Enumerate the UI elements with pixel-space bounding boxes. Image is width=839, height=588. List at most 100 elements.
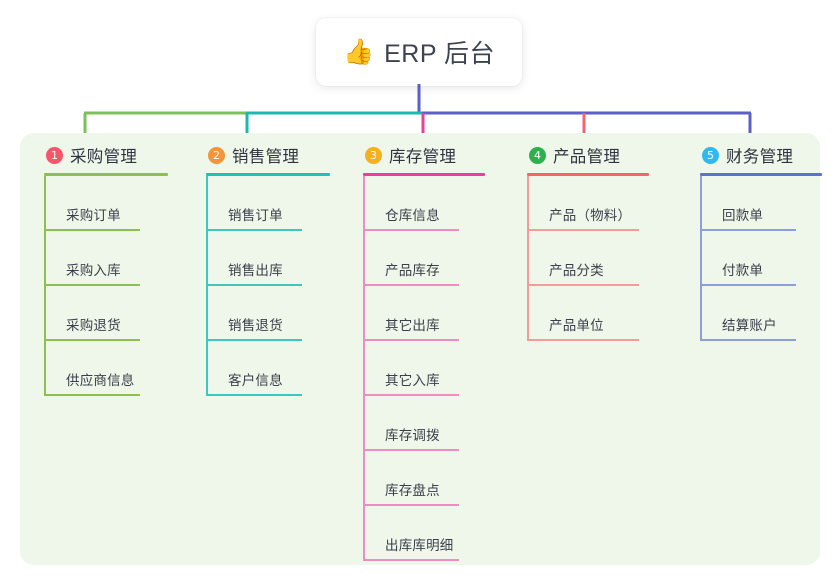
leaf-list-product-management: 产品（物料） 产品分类产品单位	[527, 176, 649, 341]
leaf-item[interactable]: 采购退货	[44, 286, 168, 341]
leaf-item-label: 销售退货	[228, 318, 283, 333]
leaf-item-label: 销售订单	[228, 208, 283, 223]
leaf-item-label: 产品单位	[549, 318, 604, 333]
leaf-item-label: 产品分类	[549, 263, 604, 278]
leaf-list-sales-management: 销售订单销售出库销售退货客户信息	[206, 176, 330, 396]
column-header-sales-management[interactable]: 2 销售管理	[206, 143, 330, 167]
column-badge-finance-management: 5	[702, 146, 719, 164]
leaf-item-rule	[206, 394, 302, 396]
column-badge-inventory-management: 3	[365, 146, 382, 164]
column-inventory-management: 3 库存管理仓库信息产品库存其它出库其它入库库存调拨库存盘点出库库明细	[363, 143, 485, 561]
leaf-item[interactable]: 库存调拨	[363, 396, 485, 451]
leaf-spine-purchase-management	[44, 176, 46, 396]
leaf-item-rule	[206, 229, 302, 231]
column-title-inventory-management: 库存管理	[389, 148, 457, 166]
leaf-item-label: 采购入库	[66, 263, 121, 278]
column-finance-management: 5 财务管理回款单付款单结算账户	[700, 143, 822, 341]
leaf-item[interactable]: 结算账户	[700, 286, 822, 341]
leaf-item-rule	[363, 394, 459, 396]
leaf-item-rule	[527, 339, 639, 341]
leaf-item-rule	[206, 284, 302, 286]
leaf-item-label: 其它出库	[385, 318, 440, 333]
leaf-item-rule	[363, 559, 459, 561]
leaf-item-label: 采购退货	[66, 318, 121, 333]
leaf-item[interactable]: 采购订单	[44, 176, 168, 231]
leaf-item[interactable]: 销售退货	[206, 286, 330, 341]
leaf-item-rule	[363, 339, 459, 341]
leaf-item[interactable]: 出库库明细	[363, 506, 485, 561]
leaf-list-purchase-management: 采购订单采购入库采购退货供应商信息	[44, 176, 168, 396]
leaf-item-label: 供应商信息	[66, 373, 135, 388]
leaf-item-rule	[363, 284, 459, 286]
leaf-item-label: 库存盘点	[385, 483, 440, 498]
column-title-purchase-management: 采购管理	[70, 148, 138, 166]
leaf-spine-sales-management	[206, 176, 208, 396]
column-purchase-management: 1 采购管理采购订单采购入库采购退货供应商信息	[44, 143, 168, 396]
leaf-item-label: 采购订单	[66, 208, 121, 223]
leaf-item[interactable]: 回款单	[700, 176, 822, 231]
leaf-item[interactable]: 销售出库	[206, 231, 330, 286]
column-badge-product-management: 4	[529, 146, 546, 164]
leaf-item[interactable]: 销售订单	[206, 176, 330, 231]
leaf-item[interactable]: 供应商信息	[44, 341, 168, 396]
column-container: 1 采购管理采购订单采购入库采购退货供应商信息 2 销售管理销售订单销售出库销售退货客…	[20, 133, 822, 565]
leaf-item-label: 付款单	[722, 263, 764, 278]
leaf-item[interactable]: 客户信息	[206, 341, 330, 396]
column-header-rule-sales-management	[206, 173, 330, 176]
column-header-finance-management[interactable]: 5 财务管理	[700, 143, 822, 167]
leaf-item-label: 客户信息	[228, 373, 283, 388]
column-title-finance-management: 财务管理	[726, 148, 794, 166]
leaf-item[interactable]: 采购入库	[44, 231, 168, 286]
leaf-item[interactable]: 付款单	[700, 231, 822, 286]
thumbs-up-icon: 👍	[342, 37, 375, 66]
leaf-item-label: 回款单	[722, 208, 764, 223]
leaf-item[interactable]: 其它出库	[363, 286, 485, 341]
leaf-item-rule	[363, 449, 459, 451]
leaf-item-label: 其它入库	[385, 373, 440, 388]
column-header-rule-finance-management	[700, 173, 822, 176]
column-header-purchase-management[interactable]: 1 采购管理	[44, 143, 168, 167]
leaf-list-inventory-management: 仓库信息产品库存其它出库其它入库库存调拨库存盘点出库库明细	[363, 176, 485, 561]
leaf-item[interactable]: 产品库存	[363, 231, 485, 286]
leaf-item-label: 库存调拨	[385, 428, 440, 443]
leaf-item-label: 仓库信息	[385, 208, 440, 223]
leaf-item-rule	[44, 229, 140, 231]
leaf-item-rule	[44, 284, 140, 286]
root-node-title: ERP 后台	[384, 40, 496, 68]
leaf-item-label: 产品（物料）	[549, 208, 632, 223]
leaf-spine-inventory-management	[363, 176, 365, 561]
leaf-spine-finance-management	[700, 176, 702, 341]
leaf-item-rule	[44, 394, 140, 396]
leaf-item-rule	[363, 229, 459, 231]
column-header-rule-inventory-management	[363, 173, 485, 176]
leaf-item-rule	[700, 229, 796, 231]
leaf-item-rule	[206, 339, 302, 341]
leaf-item-rule	[363, 504, 459, 506]
leaf-item[interactable]: 产品（物料）	[527, 176, 649, 231]
leaf-item[interactable]: 产品单位	[527, 286, 649, 341]
column-header-rule-purchase-management	[44, 173, 168, 176]
column-header-rule-product-management	[527, 173, 649, 176]
leaf-item-rule	[44, 339, 140, 341]
leaf-item[interactable]: 库存盘点	[363, 451, 485, 506]
leaf-item-rule	[700, 284, 796, 286]
column-badge-sales-management: 2	[208, 146, 225, 164]
leaf-list-finance-management: 回款单付款单结算账户	[700, 176, 822, 341]
column-title-sales-management: 销售管理	[232, 148, 300, 166]
leaf-item-label: 产品库存	[385, 263, 440, 278]
leaf-item-rule	[527, 229, 639, 231]
leaf-item-rule	[527, 284, 639, 286]
root-node-card[interactable]: 👍 ERP 后台	[316, 18, 522, 86]
leaf-item-label: 销售出库	[228, 263, 283, 278]
leaf-item-rule	[700, 339, 796, 341]
leaf-item[interactable]: 产品分类	[527, 231, 649, 286]
column-sales-management: 2 销售管理销售订单销售出库销售退货客户信息	[206, 143, 330, 396]
leaf-item[interactable]: 仓库信息	[363, 176, 485, 231]
leaf-item-label: 结算账户	[722, 318, 777, 333]
leaf-item[interactable]: 其它入库	[363, 341, 485, 396]
column-badge-purchase-management: 1	[46, 146, 63, 164]
column-header-inventory-management[interactable]: 3 库存管理	[363, 143, 485, 167]
diagram-panel: 1 采购管理采购订单采购入库采购退货供应商信息 2 销售管理销售订单销售出库销售退货客…	[20, 133, 822, 565]
